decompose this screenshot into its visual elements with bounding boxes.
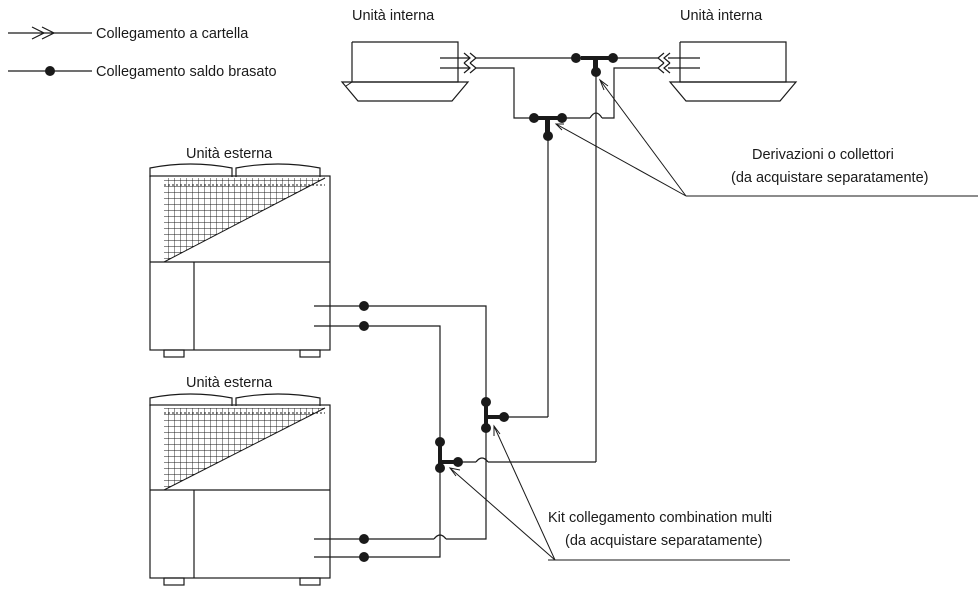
brazed-legend-icon xyxy=(8,66,92,76)
branch-note-line2: (da acquistare separatamente) xyxy=(731,170,928,186)
flare-legend-label: Collegamento a cartella xyxy=(96,26,249,42)
indoor-unit-right-label: Unità interna xyxy=(680,8,763,24)
brazed-joint xyxy=(359,301,369,311)
outdoor-unit-top: Unità esterna xyxy=(149,146,331,358)
brazed-joint xyxy=(359,534,369,544)
indoor-unit-left-label: Unità interna xyxy=(352,8,435,24)
brazed-legend-label: Collegamento saldo brasato xyxy=(96,64,277,80)
legend: Collegamento a cartella Collegamento sal… xyxy=(8,26,277,80)
kit-note-line2: (da acquistare separatamente) xyxy=(565,533,762,549)
kit-joint-upper xyxy=(481,397,509,433)
kit-joint-lower xyxy=(435,437,463,473)
branch-callout: Derivazioni o collettori (da acquistare … xyxy=(554,78,978,197)
outdoor-unit-bottom: Unità esterna xyxy=(149,375,331,586)
brazed-joint xyxy=(359,552,369,562)
kit-note-line1: Kit collegamento combination multi xyxy=(548,510,772,526)
flare-legend-icon xyxy=(8,26,92,40)
branch-note-line1: Derivazioni o collettori xyxy=(752,147,894,163)
brazed-joint xyxy=(359,321,369,331)
outdoor-unit-bottom-label: Unità esterna xyxy=(186,375,273,391)
flare-joint-right-indoor xyxy=(657,52,700,74)
branch-joint-lower xyxy=(529,113,567,141)
indoor-unit-right: Unità interna xyxy=(668,8,798,102)
branch-joint-top xyxy=(571,53,618,77)
kit-callout: Kit collegamento combination multi (da a… xyxy=(448,424,790,561)
piping xyxy=(314,57,658,558)
indoor-unit-left: Unità interna xyxy=(340,8,470,102)
outdoor-unit-top-label: Unità esterna xyxy=(186,146,273,162)
